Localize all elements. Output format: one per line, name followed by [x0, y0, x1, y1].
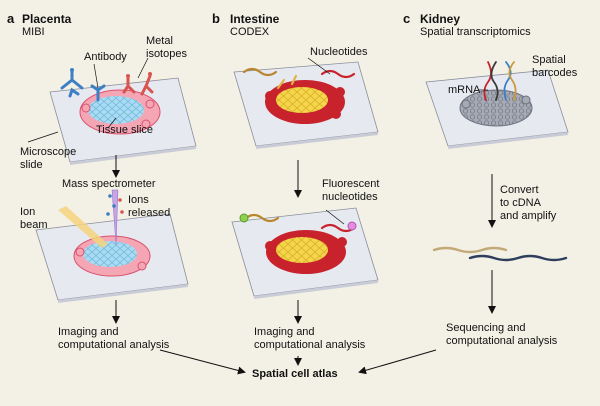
label-ions-released: Ions released [128, 194, 171, 219]
label-ion-beam: Ion beam [20, 206, 48, 231]
cdna-strands [432, 246, 568, 262]
label-mass-spectrometer: Mass spectrometer [62, 178, 156, 190]
panel-b-bottom-tissue [265, 230, 347, 274]
panel-b-letter: b [212, 11, 220, 26]
label-spatial-barcodes: Spatial barcodes [532, 54, 578, 79]
label-sequencing: Sequencing and computational analysis [446, 322, 558, 347]
panel-b-title: Intestine [230, 12, 280, 26]
label-metal-isotopes: Metal isotopes [146, 35, 187, 60]
panel-a-leader-lines [27, 57, 149, 143]
panel-b-fluorescent-nucleotides [244, 213, 356, 233]
panel-c-subtitle: Spatial transcriptomics [420, 26, 531, 38]
label-spatial-cell-atlas: Spatial cell atlas [252, 368, 338, 380]
panel-a-subtitle: MIBI [22, 26, 45, 38]
mass-spectrometer-beam [111, 189, 119, 245]
label-antibody: Antibody [84, 51, 127, 63]
panel-b-leader-2 [325, 209, 345, 225]
label-tissue-slice: Tissue slice [96, 124, 154, 136]
arrow-c-to-atlas [358, 349, 437, 375]
green-fluor-dot [239, 213, 249, 223]
panel-a-bottom-tissue [73, 235, 151, 277]
panel-b-subtitle: CODEX [230, 26, 270, 38]
panel-a-antibodies [60, 70, 154, 102]
ions-released [106, 194, 124, 216]
label-mrna: mRNA [448, 84, 481, 96]
panel-a-metal-dots [70, 68, 152, 78]
panel-a-title: Placenta [22, 12, 72, 26]
arrow-a-to-atlas [159, 349, 246, 375]
panel-b-leader [307, 57, 331, 75]
label-imaging-a: Imaging and computational analysis [58, 326, 170, 351]
panel-c-letter: c [403, 11, 411, 26]
panel-c-barcodes [483, 61, 517, 101]
label-convert: Convert to cDNA and amplify [500, 184, 557, 222]
pink-fluor-dot [347, 221, 357, 231]
label-imaging-b: Imaging and computational analysis [254, 326, 366, 351]
panel-a-top-tissue [79, 89, 161, 135]
panel-a-letter: a [7, 11, 15, 26]
ion-beam [58, 206, 108, 248]
label-nucleotides: Nucleotides [310, 46, 368, 58]
label-microscope-slide: Microscope slide [20, 146, 77, 171]
panel-b-top-tissue [265, 80, 345, 124]
panel-c-title: Kidney [420, 12, 461, 26]
label-fluorescent-nucleotides: Fluorescent nucleotides [322, 178, 380, 203]
